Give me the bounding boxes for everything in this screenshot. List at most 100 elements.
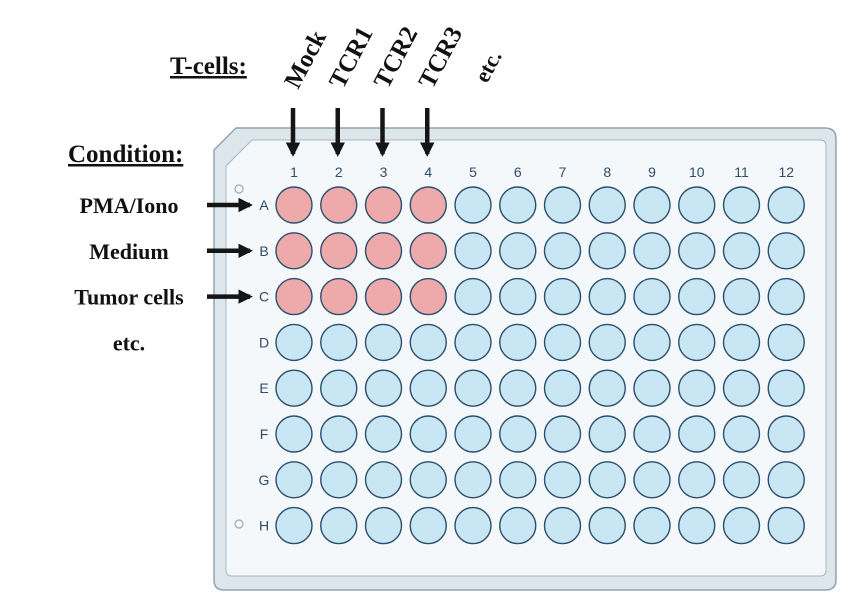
column-label: 3 [380, 164, 388, 180]
well-highlighted [320, 232, 358, 270]
well [588, 461, 626, 499]
well [499, 415, 537, 453]
row-label: H [259, 518, 269, 534]
well-highlighted [275, 277, 313, 316]
well-highlighted [364, 277, 403, 316]
condition-label: PMA/Iono [80, 193, 179, 218]
well [722, 461, 761, 499]
well [543, 506, 582, 545]
column-label: 1 [290, 164, 298, 180]
condition-label: Tumor cells [74, 285, 184, 310]
well-highlighted [409, 186, 447, 224]
well [633, 461, 671, 499]
well [499, 277, 537, 316]
well [678, 277, 716, 316]
arrows [207, 108, 435, 304]
well [588, 186, 626, 224]
column-label: 2 [335, 164, 343, 180]
well [722, 415, 761, 453]
well [633, 415, 671, 453]
well [409, 323, 447, 362]
well [275, 369, 313, 407]
row-label: G [259, 472, 270, 488]
well [678, 186, 716, 224]
well [767, 277, 805, 316]
row-label: D [259, 334, 269, 350]
row-label: A [259, 197, 269, 213]
well-highlighted [275, 232, 313, 270]
well [543, 323, 582, 362]
well [499, 461, 537, 499]
well [588, 415, 626, 453]
well [409, 369, 447, 407]
well [275, 415, 313, 453]
well-highlighted [320, 186, 358, 224]
well [364, 369, 403, 407]
well [320, 369, 358, 407]
well [633, 369, 671, 407]
well-highlighted [364, 232, 403, 270]
well [320, 415, 358, 453]
well [275, 461, 313, 499]
tcell-label: Mock [279, 26, 332, 93]
well [678, 369, 716, 407]
well [275, 323, 313, 362]
well [320, 461, 358, 499]
well [364, 415, 403, 453]
column-label: 11 [734, 164, 749, 180]
well [320, 323, 358, 362]
well-highlighted [275, 186, 313, 224]
condition-title: Condition: [68, 141, 183, 168]
well [767, 323, 805, 362]
well-highlighted [320, 277, 358, 316]
well [543, 186, 582, 224]
row-label: B [259, 243, 268, 259]
well [722, 277, 761, 316]
well [722, 232, 761, 270]
well [409, 415, 447, 453]
well [588, 232, 626, 270]
well [588, 277, 626, 316]
tcell-label: TCR2 [369, 22, 423, 92]
well [633, 506, 671, 545]
condition-label: etc. [113, 330, 145, 355]
well [409, 461, 447, 499]
tcell-label: TCR1 [324, 22, 378, 92]
tcell-label: etc. [469, 46, 506, 86]
tcells-title: T-cells: [170, 53, 247, 80]
well [767, 186, 805, 224]
well [499, 186, 537, 224]
wells [275, 186, 805, 545]
well [767, 461, 805, 499]
well [543, 415, 582, 453]
well [454, 506, 492, 545]
row-label: E [259, 380, 268, 396]
well [767, 415, 805, 453]
well [454, 415, 492, 453]
condition-label: Medium [89, 239, 168, 264]
well [543, 369, 582, 407]
well [364, 461, 403, 499]
tcell-label: TCR3 [414, 22, 468, 92]
column-label: 12 [778, 164, 794, 180]
plate-notch-bottom [234, 519, 244, 529]
well [454, 323, 492, 362]
well [320, 506, 358, 545]
well [543, 232, 582, 270]
well [454, 461, 492, 499]
well [409, 506, 447, 545]
well [722, 506, 761, 545]
well [767, 369, 805, 407]
well [678, 232, 716, 270]
well [364, 506, 403, 545]
column-label: 7 [559, 164, 567, 180]
column-label: 10 [689, 164, 705, 180]
well [275, 506, 313, 545]
well [633, 186, 671, 224]
